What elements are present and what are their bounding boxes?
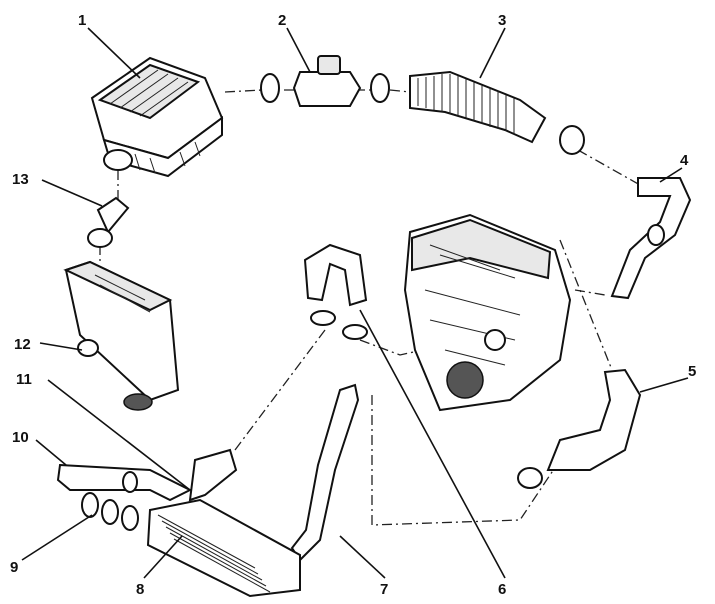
assembly-lines	[99, 89, 641, 526]
callout-5: 5	[688, 363, 696, 380]
callout-9: 9	[10, 559, 18, 576]
resonator-box	[63, 260, 180, 411]
pipe-11	[188, 448, 238, 502]
hose-loop-10	[56, 463, 193, 502]
corrugated-hose	[409, 70, 585, 155]
long-hose-7	[290, 383, 360, 562]
callout-10: 10	[12, 429, 29, 446]
callout-2: 2	[278, 12, 286, 29]
callout-8: 8	[136, 581, 144, 598]
air-filter-housing	[90, 56, 224, 178]
callout-labels: 1 2 3 4 5 6 7 8 9 10 11 12 13	[10, 12, 696, 598]
engine-block	[403, 213, 572, 412]
callout-12: 12	[14, 336, 31, 353]
hose-clamps-9	[81, 492, 139, 531]
elbow-hose-13	[87, 196, 130, 248]
outlet-pipe-4	[610, 177, 692, 300]
callout-7: 7	[380, 581, 388, 598]
callout-3: 3	[498, 12, 506, 29]
callout-4: 4	[680, 152, 689, 169]
callout-11: 11	[16, 371, 32, 388]
u-hose-6	[303, 243, 368, 340]
pipe-5	[517, 368, 642, 489]
callout-6: 6	[498, 581, 506, 598]
leader-lines	[21, 27, 689, 579]
air-flow-meter	[260, 55, 390, 107]
callout-1: 1	[78, 12, 86, 29]
callout-13: 13	[12, 171, 29, 188]
intercooler	[146, 498, 301, 598]
